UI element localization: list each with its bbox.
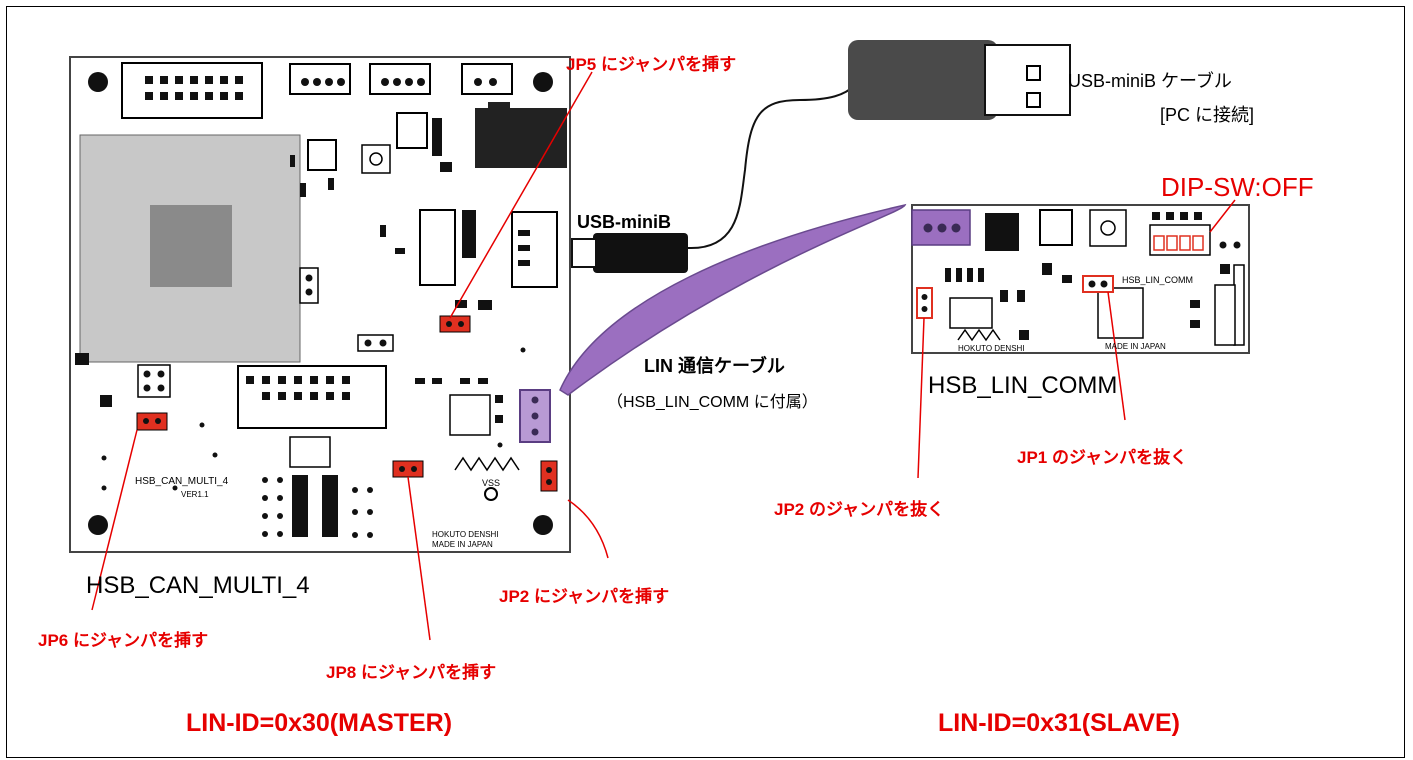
usb-connector-label: USB-miniB: [577, 212, 671, 233]
master-lin-id: LIN-ID=0x30(MASTER): [186, 709, 452, 738]
master-silk-hokuto: HOKUTO DENSHI: [432, 530, 499, 539]
slave-lin-id: LIN-ID=0x31(SLAVE): [938, 709, 1180, 738]
slave-silk-hokuto: HOKUTO DENSHI: [958, 344, 1025, 353]
jp8-annotation: JP8 にジャンパを挿す: [326, 658, 496, 683]
usb-cable-label: USB-miniB ケーブル: [1068, 67, 1232, 93]
jp6-annotation: JP6 にジャンパを挿す: [38, 626, 208, 651]
slave-silk-name: HSB_LIN_COMM: [1122, 275, 1193, 285]
slave-silk-made: MADE IN JAPAN: [1105, 342, 1166, 351]
jp2-master-annotation: JP2 にジャンパを挿す: [499, 582, 669, 607]
jp1-slave-annotation: JP1 のジャンパを抜く: [1017, 443, 1187, 468]
master-silk-made: MADE IN JAPAN: [432, 540, 493, 549]
slave-board: [912, 205, 1249, 353]
jp2-slave-annotation: JP2 のジャンパを抜く: [774, 495, 944, 520]
jp5-annotation: JP5 にジャンパを挿す: [566, 50, 736, 75]
lin-cable-title: LIN 通信ケーブル: [644, 352, 785, 378]
usb-mini-plug: [572, 233, 688, 273]
master-board-name: HSB_CAN_MULTI_4: [86, 572, 310, 600]
usb-cable-sub: [PC に接続]: [1160, 101, 1254, 127]
master-silk-name: HSB_CAN_MULTI_4: [135, 476, 228, 487]
master-silk-vss: VSS: [482, 478, 500, 488]
dip-switch-annotation: DIP-SW:OFF: [1161, 172, 1314, 203]
master-silk-ver: VER1.1: [181, 490, 209, 499]
slave-board-name: HSB_LIN_COMM: [928, 372, 1117, 400]
usb-a-plug: [848, 40, 1070, 120]
lin-cable-note: （HSB_LIN_COMM に付属）: [607, 388, 818, 412]
